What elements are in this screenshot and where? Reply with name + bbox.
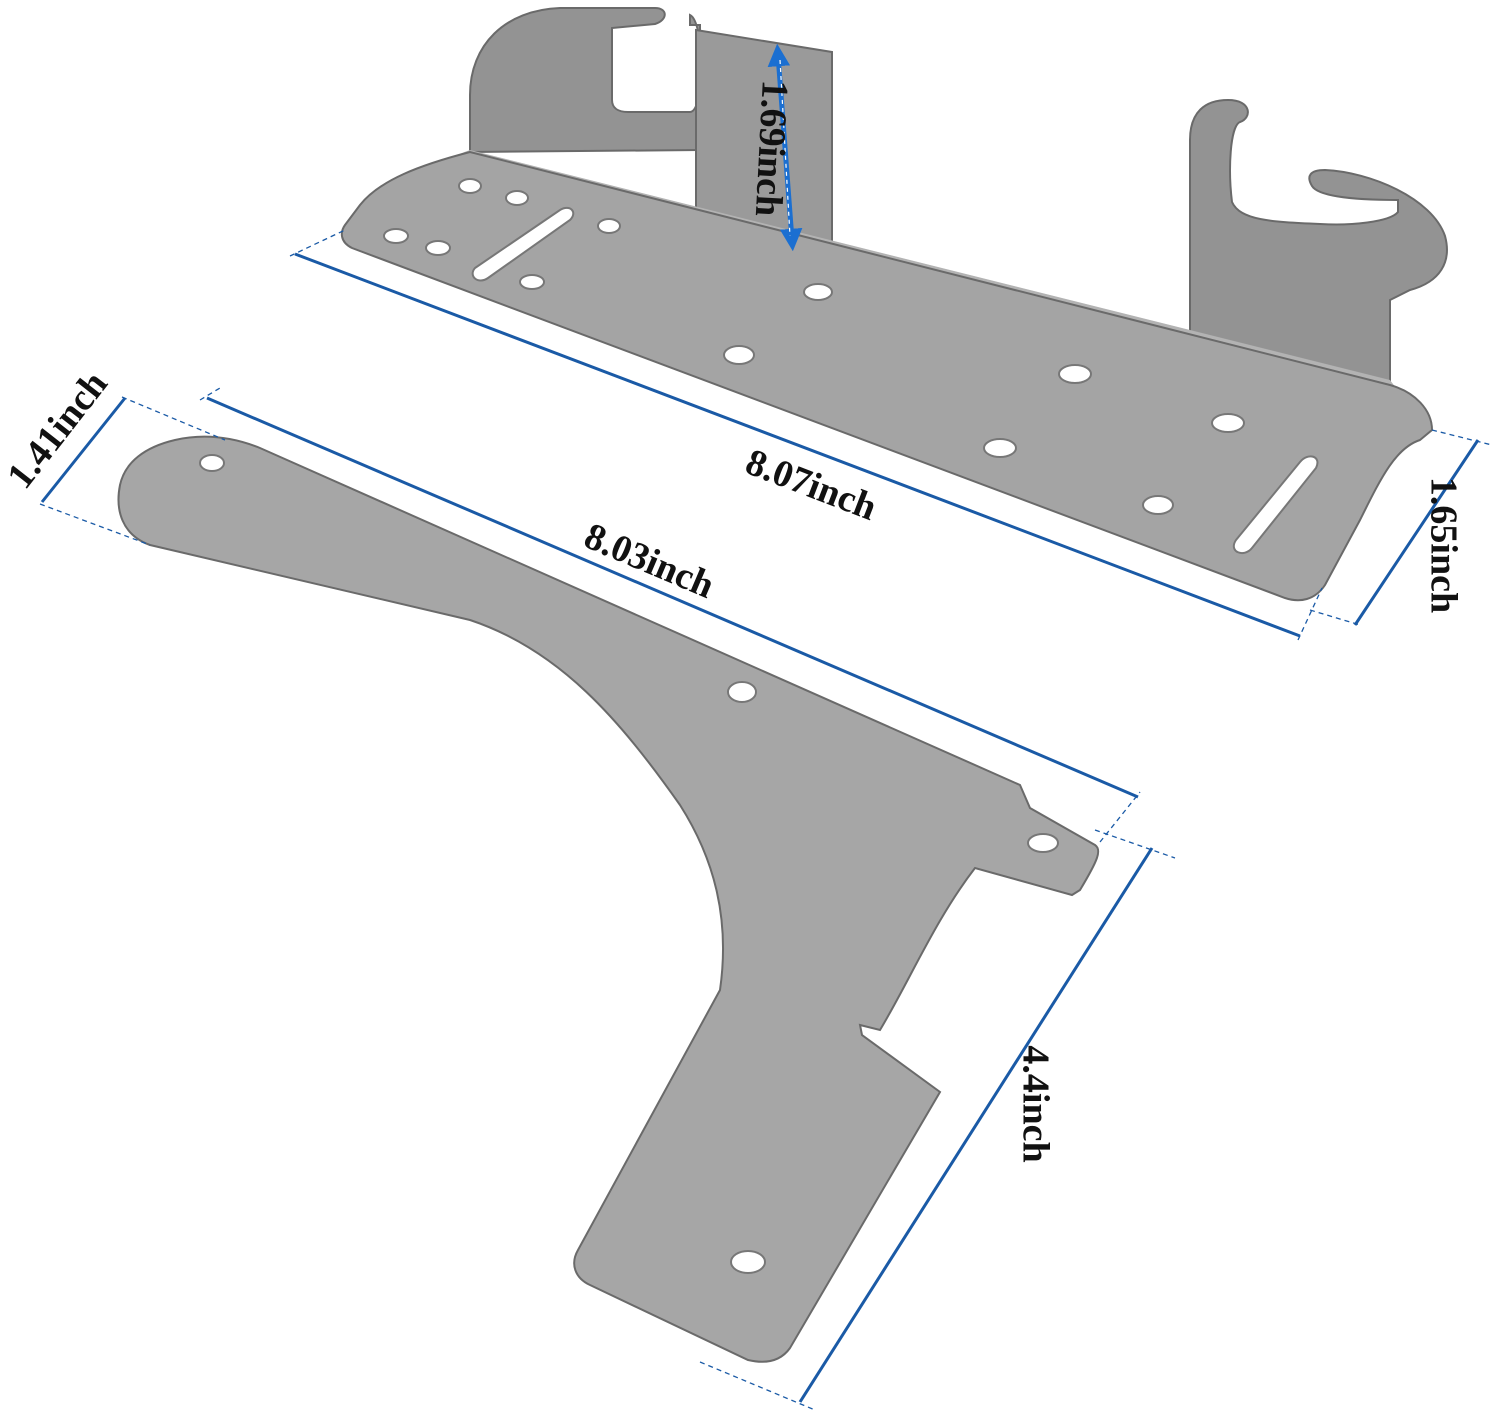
plate-holes xyxy=(199,454,1059,1274)
dim-label-bracket-length: 8.07inch xyxy=(740,441,882,529)
dim-label-plate-length: 8.03inch xyxy=(578,515,720,607)
bracket-left-hook xyxy=(469,7,703,154)
bracket-base-plate xyxy=(340,150,1434,602)
dim-label-plate-height: 4.4inch xyxy=(1014,1045,1056,1162)
l-bracket xyxy=(340,7,1448,602)
dimension-lines xyxy=(39,43,1493,1411)
l-plate xyxy=(117,435,1100,1363)
bracket-right-hook xyxy=(1189,98,1448,397)
plate-body xyxy=(117,435,1100,1363)
dim-label-bracket-height: 1.69inch xyxy=(747,79,796,217)
bracket-holes xyxy=(383,178,1319,555)
dim-label-bracket-depth: 1.65inch xyxy=(1422,477,1464,613)
